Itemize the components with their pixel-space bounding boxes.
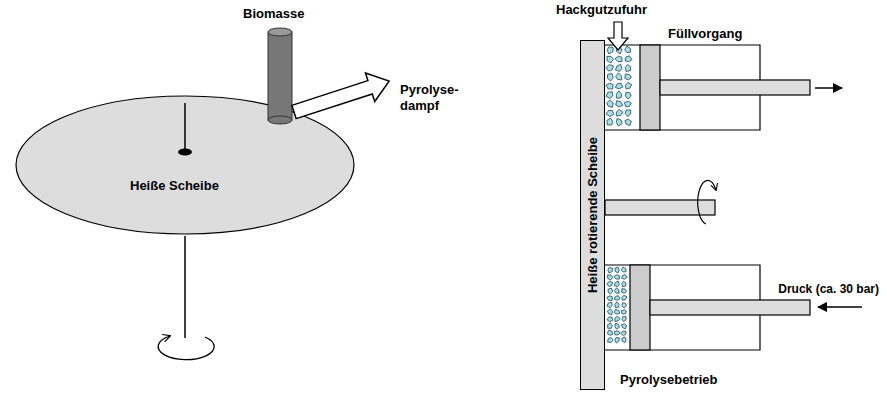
pressure-label: Druck (ca. 30 bar) [778, 281, 879, 297]
state-label: Pyrolysebetrieb [620, 372, 718, 388]
state-label: Füllvorgang [668, 26, 742, 42]
biomass-cylinder [268, 28, 292, 124]
output-label: Pyrolyse- dampf [400, 82, 472, 114]
rotation-arrow [158, 336, 214, 360]
disc-label: Heiße Scheibe [130, 178, 219, 194]
part-label: Biomasse [243, 6, 304, 22]
feed-arrow [608, 22, 628, 50]
rotating-arm [605, 180, 716, 224]
disc-axis [184, 236, 186, 338]
vertical-label: Heiße rotierende Scheibe [585, 137, 601, 293]
fill-cylinder [605, 45, 842, 130]
hot-disc: Heiße Scheibe [15, 95, 355, 235]
input-label: Hackgutzufuhr [556, 2, 647, 18]
press-cylinder [605, 265, 862, 350]
wood-chips [606, 46, 632, 343]
vapour-arrow [289, 67, 393, 126]
disc-outline [15, 95, 355, 235]
rotating-disc: Heiße rotierende Scheibe [580, 40, 605, 390]
